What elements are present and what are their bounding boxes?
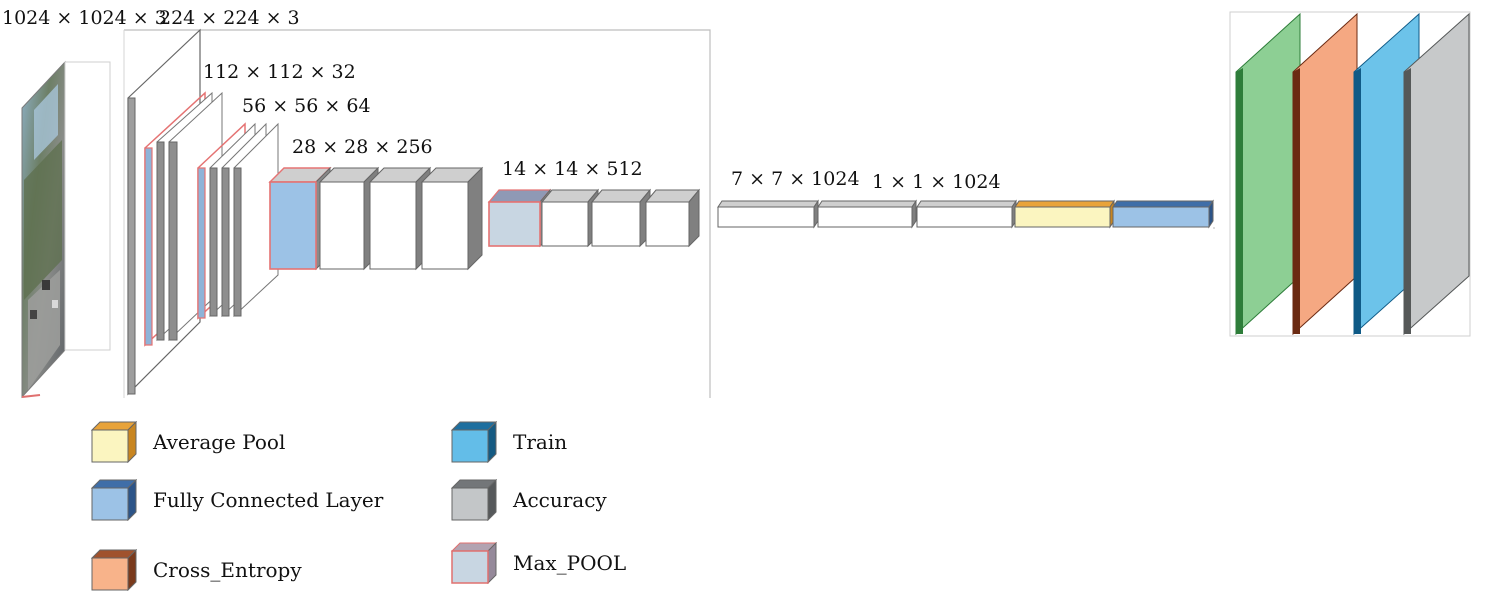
label-stage4-dim: 14 × 14 × 512 [502,158,643,180]
stage1-feature-maps [144,91,223,347]
stage4-conv-block-3 [644,188,701,248]
stage3-conv-block-3 [420,166,484,271]
stage4-blocks [487,188,701,248]
average-pool-layer [1014,199,1115,229]
stage4-conv-block-2 [590,188,652,248]
label-stage1-dim: 112 × 112 × 32 [203,61,356,83]
output-orange-plane [1292,12,1358,336]
label-stage6-dim: 1 × 1 × 1024 [872,171,1001,193]
stage5-flat-layers [717,199,1215,229]
label-resized-dim: 224 × 224 × 3 [159,7,300,29]
flat-layer-1 [717,199,819,229]
input-image [21,60,111,399]
stage2-feature-maps [197,122,279,320]
stage3-conv-block-1 [318,166,380,271]
output-panel [1229,11,1471,337]
flat-layer-3 [916,199,1017,229]
output-gray-plane [1403,12,1470,336]
label-stage3-dim: 28 × 28 × 256 [292,136,433,158]
stage4-maxpool-block [487,188,552,248]
label-stage2-dim: 56 × 56 × 64 [242,95,371,117]
flat-layer-2 [817,199,917,229]
output-blue-plane [1353,12,1420,336]
stage4-conv-block-1 [540,188,600,248]
label-stage5-dim: 7 × 7 × 1024 [731,168,860,190]
label-input-dim: 1024 × 1024 × 3 [2,7,167,29]
stage3-conv-block-2 [368,166,432,271]
fully-connected-layer [1112,199,1214,229]
stage3-blocks [268,166,484,271]
